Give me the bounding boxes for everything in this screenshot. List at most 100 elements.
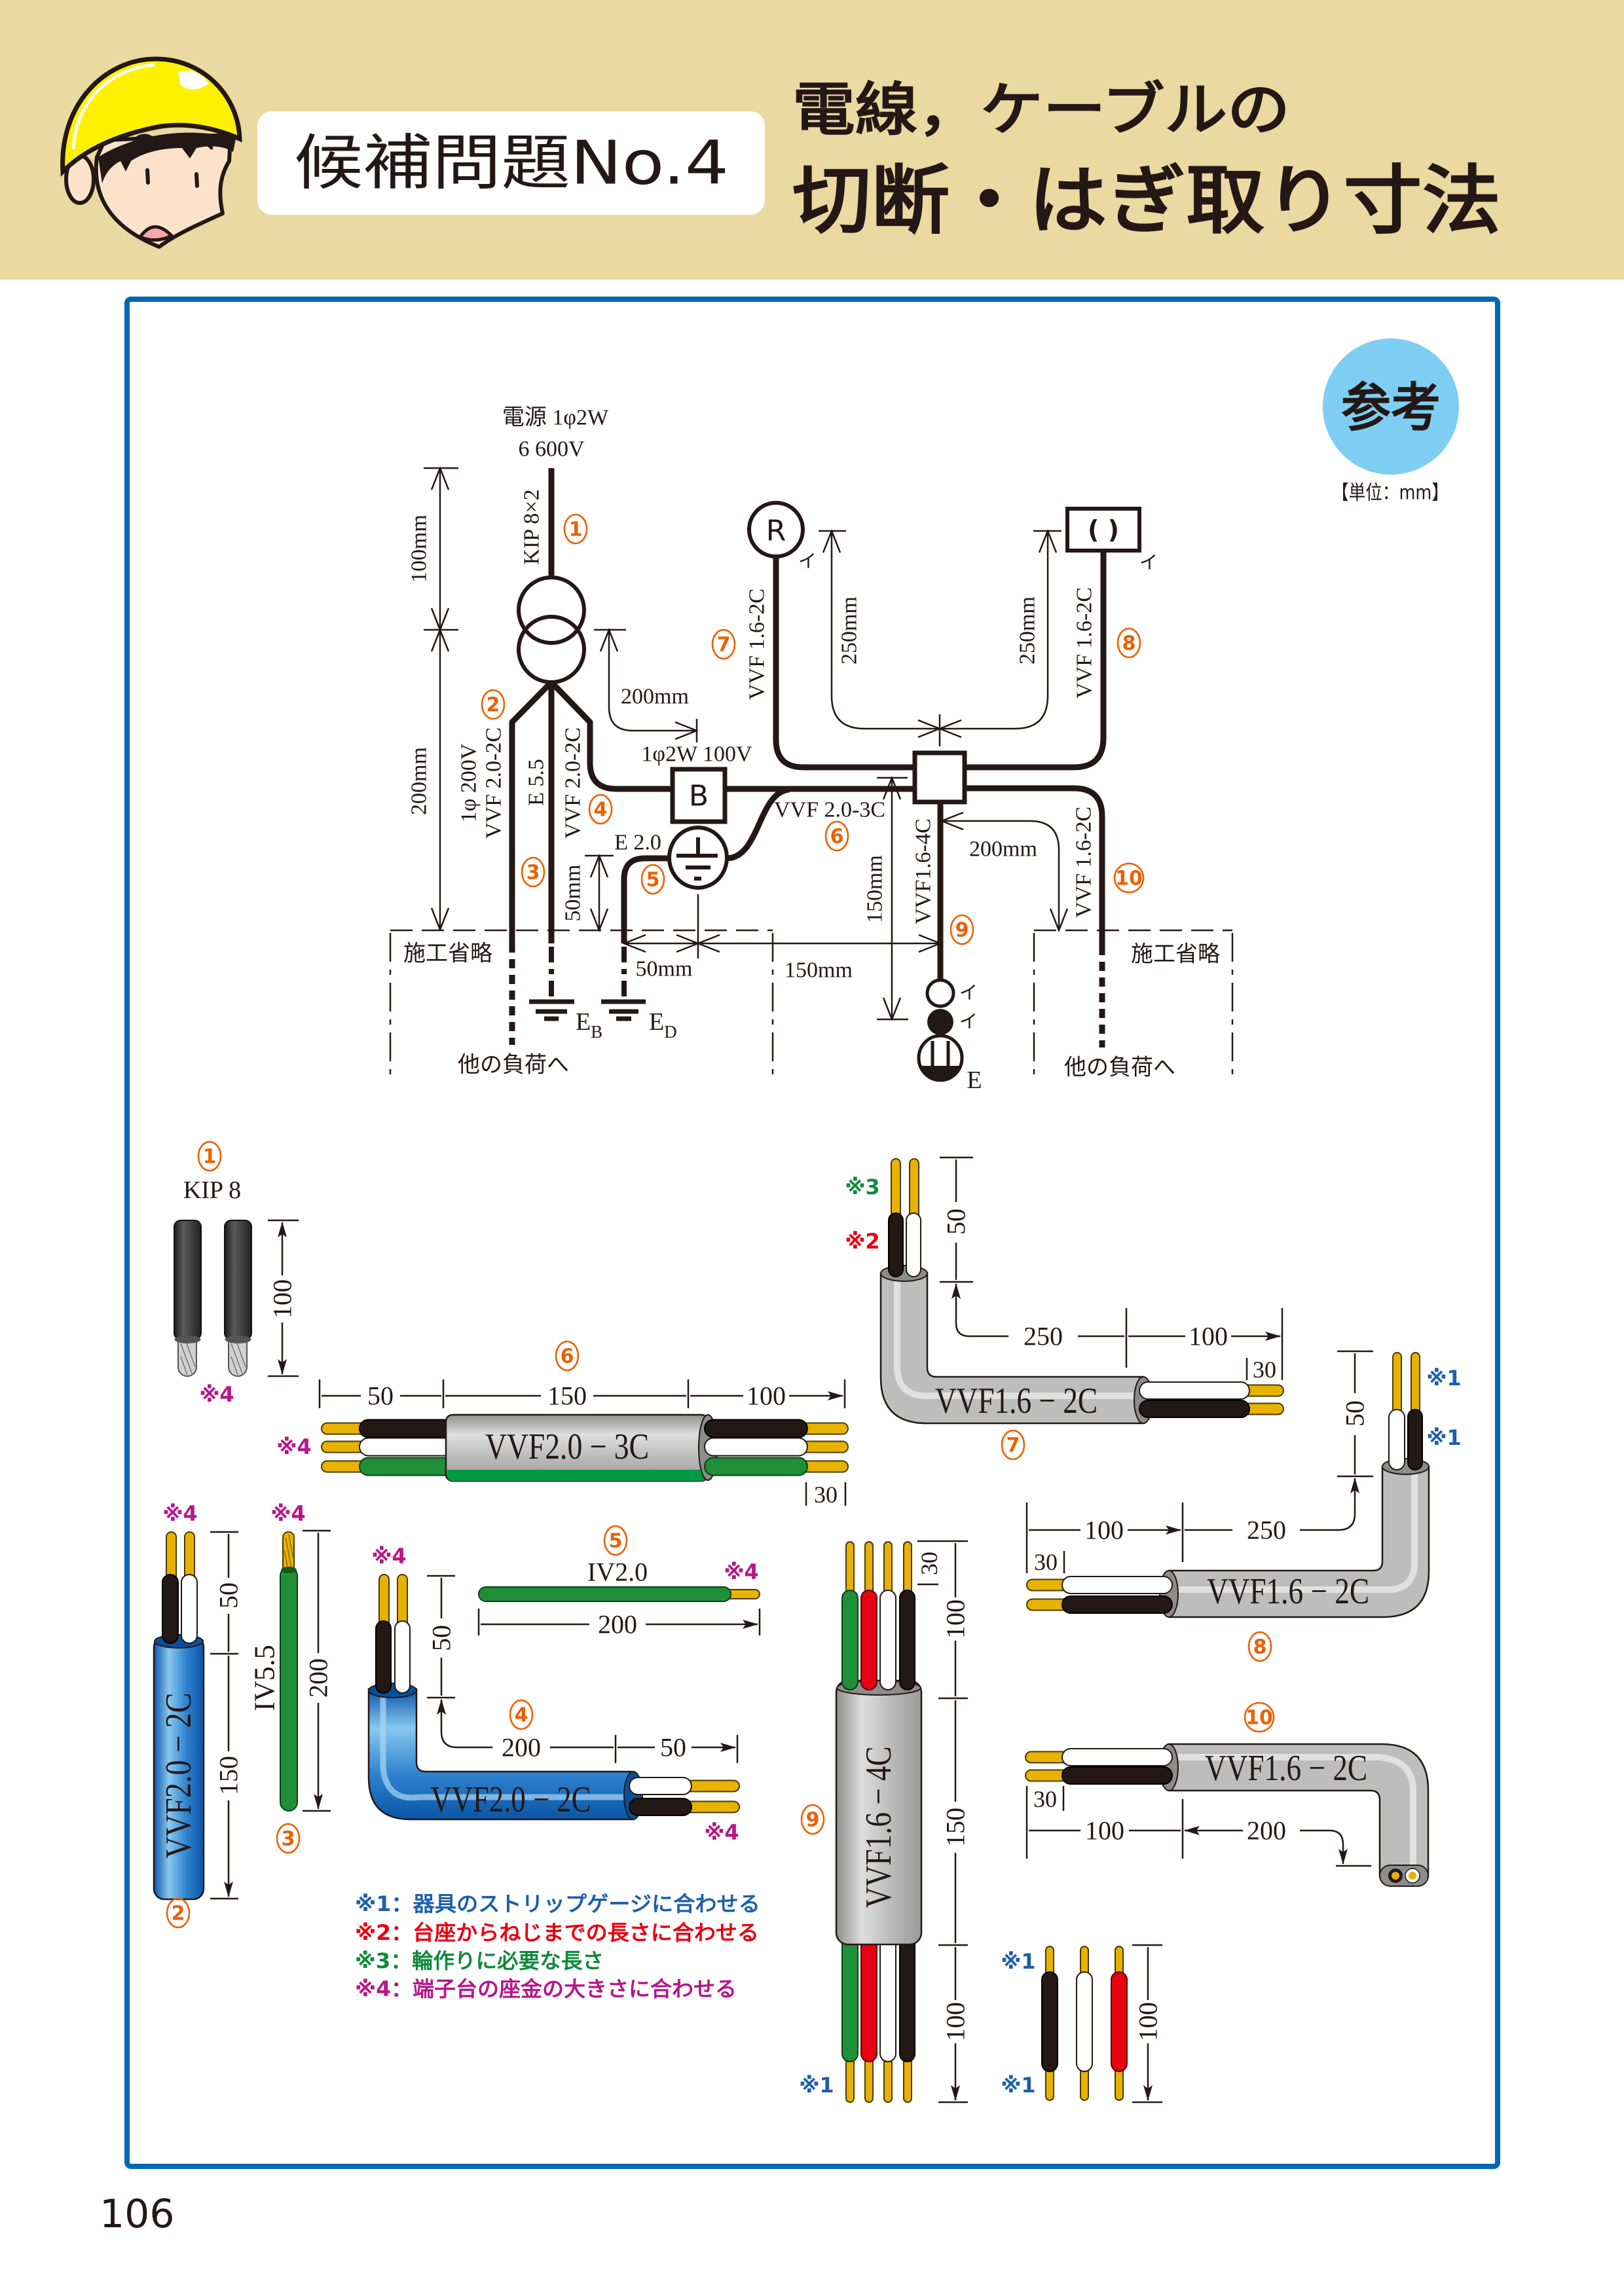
cable-5-note: ※4 xyxy=(724,1559,758,1584)
cable-4-sheath xyxy=(367,1688,635,1821)
diagram-marker-2: 2 xyxy=(481,689,506,720)
cable-3-illustration: ※4 IV5.5 200 3 xyxy=(249,1501,333,1854)
cable-8-illustration: VVF1.6 − 2C ※1 ※1 50 250 100 30 8 xyxy=(1025,1350,1462,1662)
cable-4-line xyxy=(549,680,673,792)
cable-7-dim-strip-end: 30 xyxy=(1253,1357,1276,1383)
black-core xyxy=(375,1620,392,1694)
dim-label-earth-vertical: 50mm xyxy=(561,865,585,922)
lamp-symbol: ( ) xyxy=(1088,515,1119,544)
mascot-eyes xyxy=(145,168,199,188)
cable-8-dim-arrows xyxy=(1029,1353,1356,1530)
cable-7-dim-strip: 50 xyxy=(942,1209,971,1235)
title-line-2: 切断・はぎ取り寸法 xyxy=(792,157,1501,244)
cable-7-dim-bend xyxy=(951,1283,1008,1338)
cable-6-name: VVF2.0 − 3C xyxy=(485,1427,649,1467)
marker-circle xyxy=(555,1340,580,1372)
diagram-marker-9: 9 xyxy=(950,914,974,945)
cable-1-illustration: 1 KIP 8 100 ※4 xyxy=(174,1140,299,1407)
cable-2-marker: 2 xyxy=(166,1897,191,1929)
cable-4-dim-sheath: 200 xyxy=(502,1733,541,1762)
cable-4-marker: 4 xyxy=(509,1699,534,1730)
reference-badge: 参考 【単位：mm】 xyxy=(1323,338,1459,505)
cable-9-label: VVF1.6-4C xyxy=(912,818,936,924)
cable-7-name: VVF1.6 − 2C xyxy=(935,1381,1098,1421)
cable-7-label: VVF 1.6-2C xyxy=(745,589,769,700)
cable-8-sheen xyxy=(1172,1470,1418,1594)
marker-circle xyxy=(276,1823,301,1854)
cable-3-marker: 3 xyxy=(276,1823,301,1854)
cable-7-illustration: VVF1.6 − 2C ※3 ※2 50 250 100 30 7 xyxy=(845,1156,1283,1461)
cable-7-marker: 7 xyxy=(1001,1429,1025,1461)
kip-strands-2 xyxy=(231,1339,246,1376)
black-core xyxy=(1061,1595,1173,1614)
dim-label-other-load: 200mm xyxy=(969,837,1037,862)
black-core xyxy=(162,1574,179,1644)
cable-8-dim-strip-end: 30 xyxy=(1034,1549,1058,1575)
cable-10-marker: 10 xyxy=(1244,1702,1275,1733)
page-number: 106 xyxy=(100,2191,175,2237)
cable-4-sheen xyxy=(380,1692,629,1801)
title-line-1: 電線，ケーブルの xyxy=(792,76,1290,143)
cable-1-name: KIP 8 xyxy=(183,1176,241,1204)
dim-label-earth-horizontal: 50mm xyxy=(636,957,693,981)
cable-9-dim-sheath: 150 xyxy=(941,1808,970,1847)
marker-number: 3 xyxy=(282,1828,295,1851)
cable-10-illustration: 10 VVF1.6 − 2C 30 100 200 xyxy=(1025,1702,1430,1887)
diagram-marker-1: 1 xyxy=(563,513,588,545)
cable-illustrations: 1 KIP 8 100 ※4 6 50 150 100 xyxy=(153,1140,1462,2102)
cable-9-illustration: VVF1.6 − 4C 9 ※1 30 100 150 100 xyxy=(799,1540,970,2102)
marker-circle xyxy=(509,1699,534,1730)
pilot-switch-icon xyxy=(927,1009,953,1035)
conductor xyxy=(1392,1352,1402,1417)
green-core xyxy=(704,1457,808,1476)
marker-number: 5 xyxy=(646,869,660,892)
unit-note: 【単位：mm】 xyxy=(1332,482,1449,505)
white-core xyxy=(629,1777,692,1795)
dim-label-transformer-omitted: 200mm xyxy=(407,747,432,815)
marker-number: 9 xyxy=(806,1809,820,1832)
cable-7-dim-core: 100 xyxy=(1189,1322,1228,1351)
cable-10-line xyxy=(965,785,1105,946)
reference-circle xyxy=(1323,338,1459,475)
marker-circle xyxy=(166,1897,191,1929)
other-loads-label-left: 他の負荷へ xyxy=(458,1053,569,1078)
loose-cores-dim: 100 xyxy=(1134,2002,1163,2041)
white-core xyxy=(1061,1576,1173,1594)
green-core xyxy=(841,1931,858,2062)
diagram-marker-5: 5 xyxy=(640,864,665,895)
cable-4-name: VVF2.0 − 2C xyxy=(431,1779,591,1820)
black-core xyxy=(704,1419,808,1438)
ground-b-label: EB xyxy=(576,1008,602,1042)
white-core xyxy=(1388,1409,1405,1470)
cable-3-insulation xyxy=(280,1567,298,1812)
kip-insulation-1 xyxy=(174,1220,202,1340)
ground-d-icon: ED xyxy=(601,999,677,1042)
transformer-primary-icon xyxy=(517,575,586,645)
black-core xyxy=(1407,1409,1423,1470)
cable-6-dim-core: 100 xyxy=(747,1381,786,1411)
marker-number: 9 xyxy=(955,919,969,942)
cable-8-line xyxy=(965,551,1107,771)
cable-6-dim-sheath: 150 xyxy=(547,1381,587,1411)
ground-b-symbol xyxy=(529,999,574,1021)
cable-7-note-loop: ※3 xyxy=(845,1175,879,1199)
ground-b-main: E xyxy=(576,1008,591,1036)
cable-9-marker: 9 xyxy=(800,1804,825,1835)
cable-10-sheath-end xyxy=(1379,1865,1429,1887)
cable-10-conductor-end xyxy=(1409,1872,1416,1880)
content-frame xyxy=(124,297,1500,2169)
earth-terminal-ground-symbol xyxy=(676,837,718,881)
dim-transformer-to-breaker xyxy=(609,630,697,731)
white-core xyxy=(1076,1971,1093,2072)
marker-number: 1 xyxy=(203,1146,217,1169)
conductor xyxy=(903,1541,912,1598)
ground-d-label: ED xyxy=(649,1008,677,1042)
cable-3-note: ※4 xyxy=(270,1501,305,1526)
mascot-mouth xyxy=(138,225,175,242)
cable-10-dim-ticks xyxy=(1025,1786,1371,1867)
marker-number: 4 xyxy=(515,1704,528,1727)
white-core xyxy=(359,1437,455,1457)
marker-number: 6 xyxy=(561,1345,574,1368)
loose-cores-note-top: ※1 xyxy=(1001,1949,1035,1974)
dim-box-to-other-load xyxy=(942,821,1059,930)
